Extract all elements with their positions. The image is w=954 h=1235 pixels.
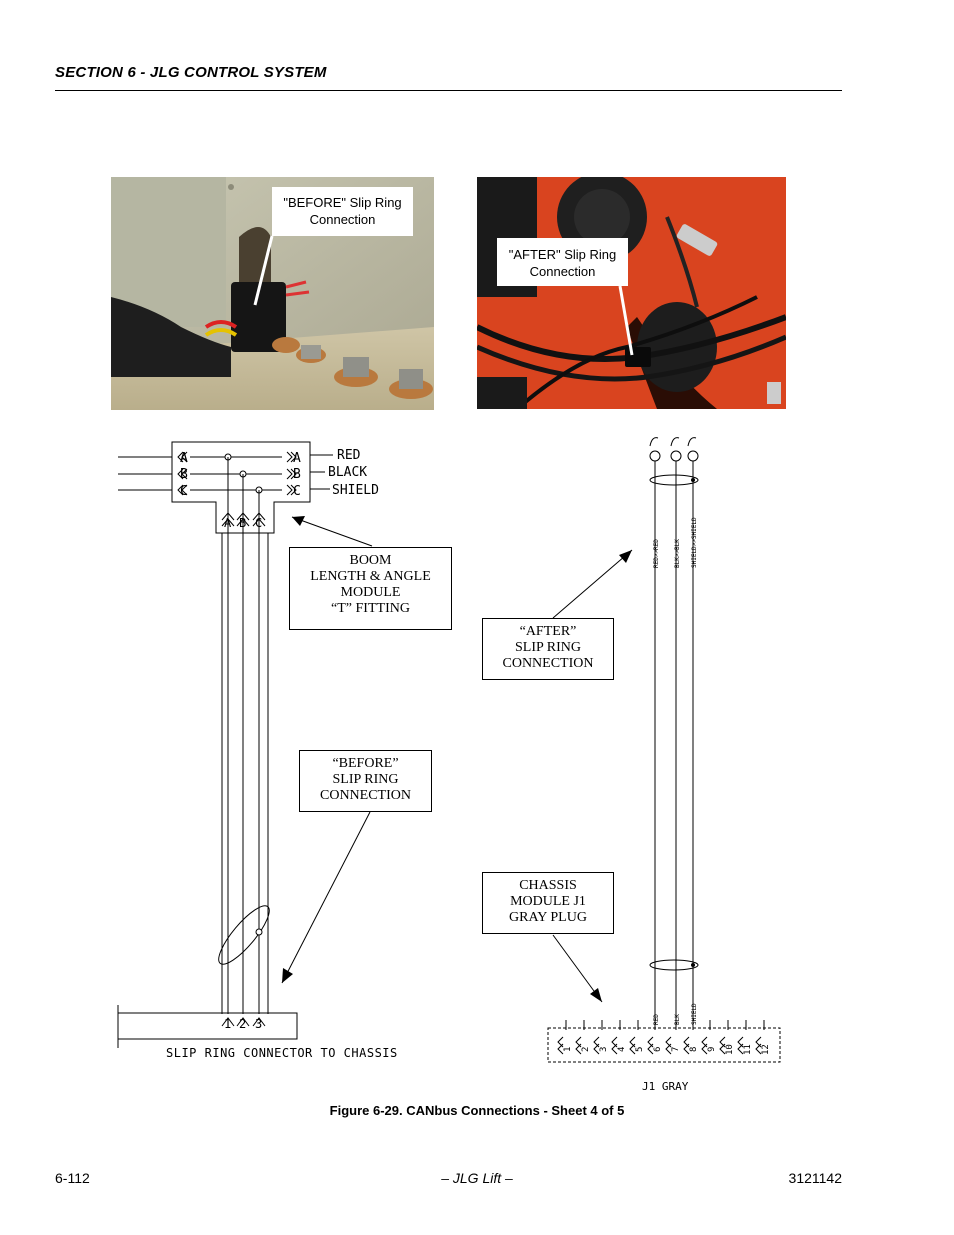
pin-label-bottom-a: A [224, 516, 232, 530]
wire-label-blk-vertical: BLK>>BLK [674, 539, 681, 568]
plug-pin-chevrons [557, 1036, 762, 1055]
before-connection-label: “BEFORE” SLIP RING CONNECTION [299, 750, 432, 812]
before-photo-leader [253, 235, 274, 306]
after-photo-leader [618, 285, 634, 356]
pin-label-bottom-c: C [255, 516, 262, 530]
boom-module-label: BOOM LENGTH & ANGLE MODULE “T” FITTING [289, 547, 452, 630]
plug-pin-11: 11 [743, 1044, 753, 1055]
connector-pin-1: 1 [224, 1017, 231, 1031]
plug-pin-4: 4 [617, 1047, 627, 1052]
figure-caption: Figure 6-29. CANbus Connections - Sheet … [329, 1103, 625, 1118]
wire-label-black: BLACK [328, 465, 367, 480]
doc-number: 3121142 [788, 1170, 842, 1186]
plug-pin-7: 7 [671, 1047, 681, 1052]
wire-label-red-vertical: RED>>RED [653, 539, 660, 568]
plug-pin-3: 3 [599, 1047, 609, 1052]
after-photo-callout: "AFTER" Slip Ring Connection [497, 238, 628, 286]
plug-pin-1: 1 [563, 1047, 573, 1052]
plug-pin-10: 10 [725, 1044, 735, 1055]
before-photo [111, 177, 434, 410]
j1-gray-label: J1 GRAY [642, 1080, 689, 1093]
plug-pin-6: 6 [653, 1047, 663, 1052]
pin-label-left-a: A [180, 451, 188, 466]
pin-label-right-c: C [293, 484, 301, 499]
pin-label-bottom-b: B [239, 516, 246, 530]
wire-label-shield-vertical: SHIELD>>SHIELD [691, 517, 698, 568]
plug-pin-5: 5 [635, 1047, 645, 1052]
footer-center: – JLG Lift – [441, 1170, 513, 1186]
plug-pin-9: 9 [707, 1047, 717, 1052]
wire-label-blk-lower: BLK [674, 1014, 681, 1025]
pin-label-left-c: C [180, 484, 188, 499]
pin-label-right-b: B [293, 467, 301, 482]
after-photo [477, 177, 786, 409]
pin-label-right-a: A [293, 451, 301, 466]
wire-label-shield-lower: SHIELD [691, 1003, 698, 1025]
t-fitting-outline [171, 441, 311, 534]
wire-label-red: RED [337, 448, 361, 463]
section-title: SECTION 6 - JLG CONTROL SYSTEM [55, 64, 327, 81]
plug-pin-8: 8 [689, 1047, 699, 1052]
after-connection-label: “AFTER” SLIP RING CONNECTION [482, 618, 614, 680]
connector-pin-3: 3 [255, 1017, 262, 1031]
slip-ring-connector-label: SLIP RING CONNECTOR TO CHASSIS [166, 1046, 398, 1060]
header-rule [55, 90, 842, 91]
page-number: 6-112 [55, 1170, 90, 1186]
before-photo-callout: "BEFORE" Slip Ring Connection [272, 187, 413, 236]
connector-pin-2: 2 [239, 1017, 246, 1031]
wire-label-shield: SHIELD [332, 483, 379, 498]
plug-pin-12: 12 [761, 1044, 771, 1055]
wire-label-red-lower: RED [653, 1014, 660, 1025]
chassis-module-label: CHASSIS MODULE J1 GRAY PLUG [482, 872, 614, 934]
pin-label-left-b: B [180, 467, 188, 482]
plug-pin-2: 2 [581, 1047, 591, 1052]
